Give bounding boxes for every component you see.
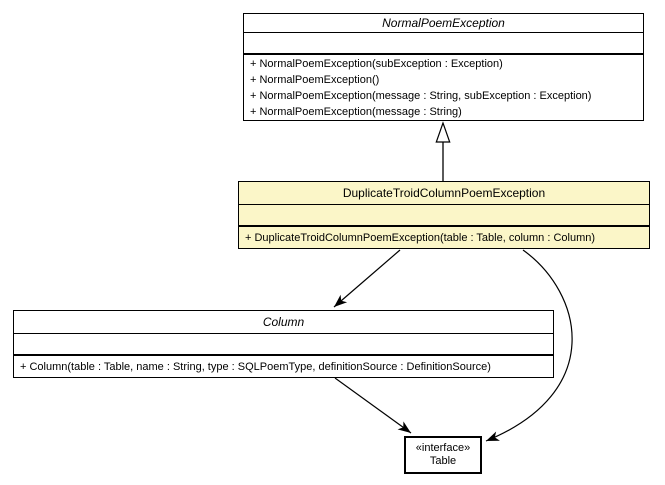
class-column[interactable]: Column + Column(table : Table, name : St…: [13, 310, 554, 378]
association-duplicate-to-column: [333, 249, 401, 308]
method-line: + NormalPoemException(subException : Exc…: [250, 57, 503, 70]
class-title: DuplicateTroidColumnPoemException: [239, 182, 649, 205]
method-line: + Column(table : Table, name : String, t…: [20, 360, 491, 373]
class-title: NormalPoemException: [244, 14, 643, 33]
class-normalpoemexception[interactable]: NormalPoemException + NormalPoemExceptio…: [243, 13, 644, 121]
class-title-label: DuplicateTroidColumnPoemException: [342, 186, 546, 200]
method-line: + NormalPoemException(message : String, …: [250, 89, 592, 102]
attributes-compartment: [239, 205, 649, 227]
methods-compartment: + NormalPoemException(subException : Exc…: [244, 55, 643, 120]
class-title-label: NormalPoemException: [382, 16, 505, 30]
method-line: + NormalPoemException(): [250, 73, 380, 86]
class-title-label: Column: [262, 315, 305, 329]
association-duplicate-to-table: [485, 249, 573, 442]
stereotype-label: «interface»: [415, 442, 471, 454]
methods-compartment: + Column(table : Table, name : String, t…: [14, 356, 553, 377]
method-line: + NormalPoemException(message : String): [250, 105, 462, 118]
interface-title-label: Table: [429, 455, 457, 467]
generalization-triangle-icon: [435, 121, 451, 143]
attributes-compartment: [14, 334, 553, 356]
methods-compartment: + DuplicateTroidColumnPoemException(tabl…: [239, 227, 649, 248]
class-duplicatetroidcolumnpoemexception[interactable]: DuplicateTroidColumnPoemException + Dupl…: [238, 181, 650, 249]
association-column-to-table: [334, 377, 412, 434]
interface-table[interactable]: «interface» Table: [404, 436, 482, 474]
class-title: Column: [14, 311, 553, 334]
method-line: + DuplicateTroidColumnPoemException(tabl…: [245, 231, 596, 244]
attributes-compartment: [244, 33, 643, 55]
